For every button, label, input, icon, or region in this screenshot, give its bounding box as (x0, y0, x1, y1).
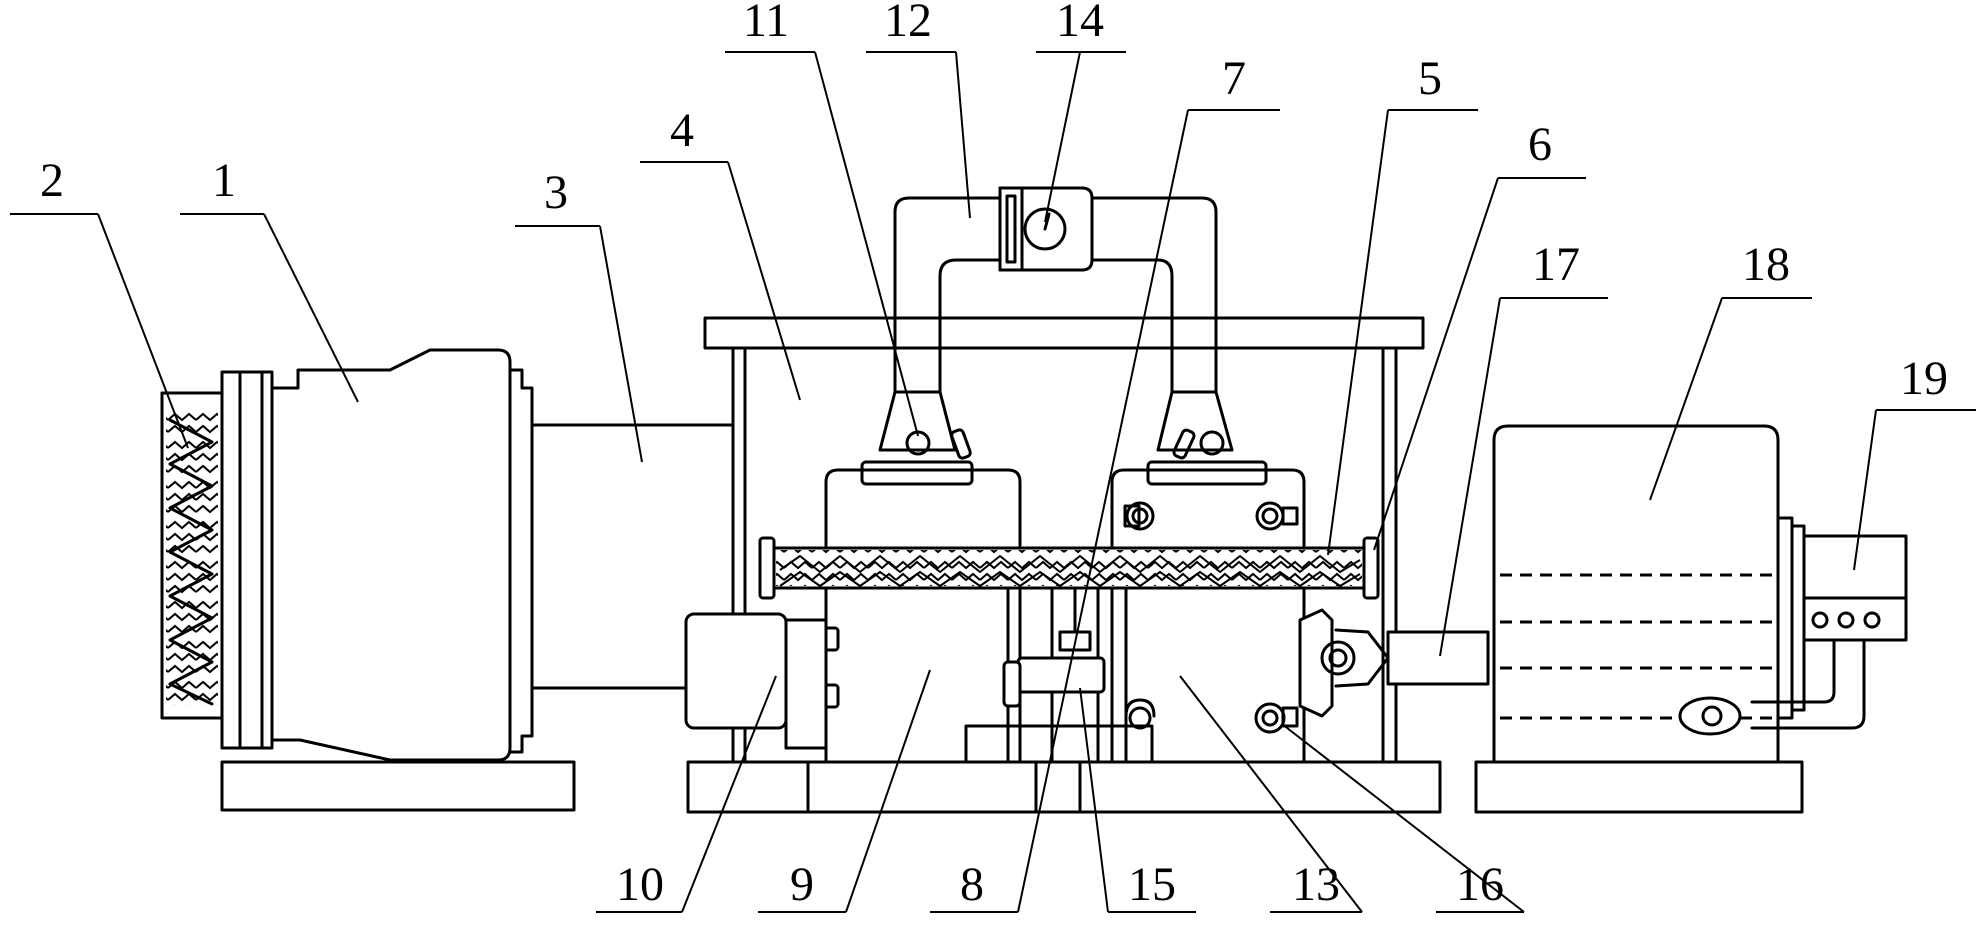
part-11-clamp-right (1146, 390, 1268, 486)
label-9: 9 (790, 858, 814, 911)
leader-lines (10, 51, 1976, 913)
label-3: 3 (544, 166, 568, 219)
label-7: 7 (1222, 52, 1246, 105)
label-6: 6 (1528, 118, 1552, 171)
label-2: 2 (40, 154, 64, 207)
part-1-housing (220, 348, 534, 762)
part-6-bearing (1362, 536, 1380, 600)
part-3-shaft (530, 423, 735, 690)
part-10-motor (684, 612, 828, 750)
label-16: 16 (1456, 858, 1504, 911)
part-2-filter (160, 391, 224, 720)
base-middle (686, 760, 1442, 814)
label-10: 10 (616, 858, 664, 911)
base-right (1474, 760, 1804, 814)
label-14: 14 (1056, 0, 1104, 47)
part-18-housing (1492, 424, 1806, 764)
part-11-clamp-left (860, 390, 974, 486)
label-8: 8 (960, 858, 984, 911)
part-5-screw-rod (758, 536, 1366, 600)
label-13: 13 (1292, 858, 1340, 911)
part-17-coupling (1298, 608, 1490, 718)
label-11: 11 (743, 0, 789, 47)
part-9-left-block (816, 468, 1022, 762)
part-19-terminal (1678, 534, 1908, 736)
part-15-collar (1002, 656, 1106, 708)
part-13-right-block (1110, 468, 1306, 762)
label-15: 15 (1128, 858, 1176, 911)
label-4: 4 (670, 104, 694, 157)
label-18: 18 (1742, 238, 1790, 291)
label-17: 17 (1532, 238, 1580, 291)
part-16-bolt (1124, 698, 1299, 734)
label-1: 1 (212, 154, 236, 207)
label-12: 12 (884, 0, 932, 47)
base-left (220, 760, 576, 812)
label-5: 5 (1418, 52, 1442, 105)
part-14-gauge (1023, 207, 1067, 251)
part-12-pipe (893, 186, 1218, 394)
label-19: 19 (1900, 352, 1948, 405)
hatched-block (964, 724, 1154, 764)
part-4-frame (703, 316, 1425, 762)
